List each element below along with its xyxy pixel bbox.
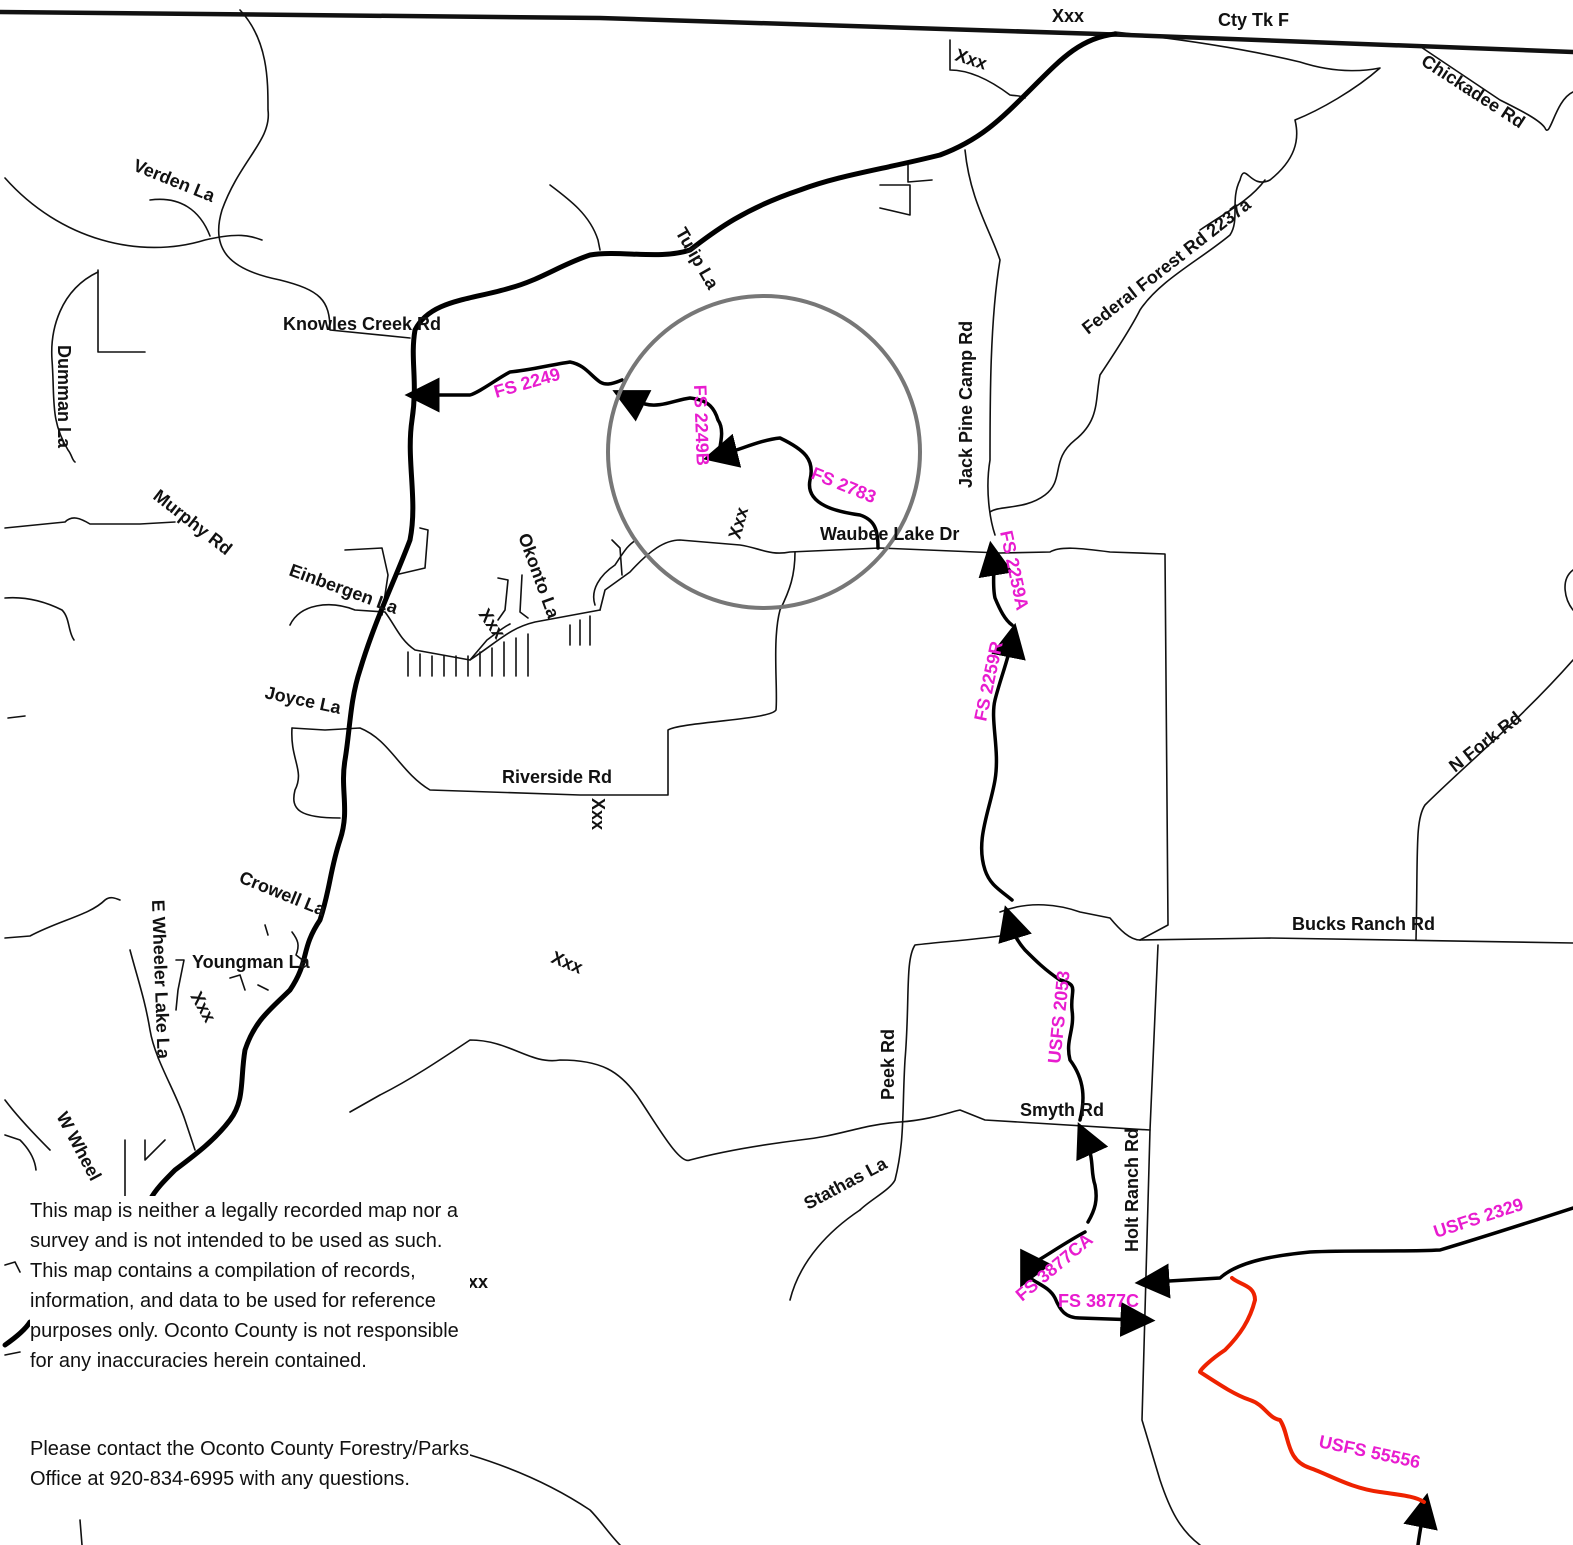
label-verden-la: Verden La	[131, 155, 219, 206]
label-xxx-circle: Xxx	[725, 505, 753, 541]
label-xxx-top2: Xxx	[953, 45, 990, 74]
label-xxx-top: Xxx	[1052, 6, 1084, 26]
label-dumman-la: Dumman La	[54, 345, 74, 449]
label-fs-2249b: FS 2249B	[690, 384, 713, 466]
road-labels: Cty Tk F Xxx Xxx Chickadee Rd Verden La …	[52, 6, 1528, 1292]
label-xxx-riverside: Xxx	[588, 798, 608, 830]
focus-circle	[606, 294, 922, 610]
label-joyce-la: Joyce La	[263, 682, 343, 718]
usfs-55556-route	[1198, 1276, 1426, 1504]
highway	[2, 31, 1118, 1348]
label-cty-tk-f: Cty Tk F	[1218, 10, 1289, 30]
label-fs-3877c: FS 3877C	[1058, 1291, 1139, 1311]
label-fs-2259a: FS 2259A	[996, 529, 1032, 612]
disclaimer-note: This map is neither a legally recorded m…	[30, 1196, 470, 1376]
label-waubee-lake-dr: Waubee Lake Dr	[820, 524, 959, 544]
label-federal-forest-rd: Federal Forest Rd 2237a	[1078, 194, 1255, 338]
label-einbergen-la: Einbergen La	[287, 560, 402, 618]
label-knowles-creek-rd: Knowles Creek Rd	[283, 314, 441, 334]
label-xxx-wheeler: Xxx	[187, 988, 220, 1026]
minor-roads	[0, 9, 1573, 1545]
label-chickadee-rd: Chickadee Rd	[1418, 51, 1529, 133]
label-peek-rd: Peek Rd	[878, 1029, 898, 1100]
label-xx-bottom: xx	[468, 1272, 488, 1292]
label-holt-ranch-rd: Holt Ranch Rd	[1122, 1128, 1142, 1252]
label-bucks-ranch-rd: Bucks Ranch Rd	[1292, 914, 1435, 934]
contact-note: Please contact the Oconto County Forestr…	[30, 1434, 470, 1494]
label-riverside-rd: Riverside Rd	[502, 767, 612, 787]
subdivision-lots	[407, 615, 591, 677]
label-smyth-rd: Smyth Rd	[1020, 1100, 1104, 1120]
label-youngman-la: Youngman La	[192, 952, 311, 972]
label-stathas-la: Stathas La	[800, 1153, 891, 1214]
label-usfs-2329: USFS 2329	[1431, 1194, 1526, 1242]
label-xxx-mid: Xxx	[549, 947, 586, 978]
trail-routes	[404, 360, 1573, 1545]
label-jack-pine-camp-rd: Jack Pine Camp Rd	[956, 321, 976, 488]
label-usfs-55556: USFS 55556	[1317, 1431, 1422, 1472]
label-crowell-la: Crowell La	[237, 867, 330, 920]
label-w-wheel: W Wheel	[52, 1108, 105, 1184]
label-n-fork-rd: N Fork Rd	[1445, 707, 1525, 776]
